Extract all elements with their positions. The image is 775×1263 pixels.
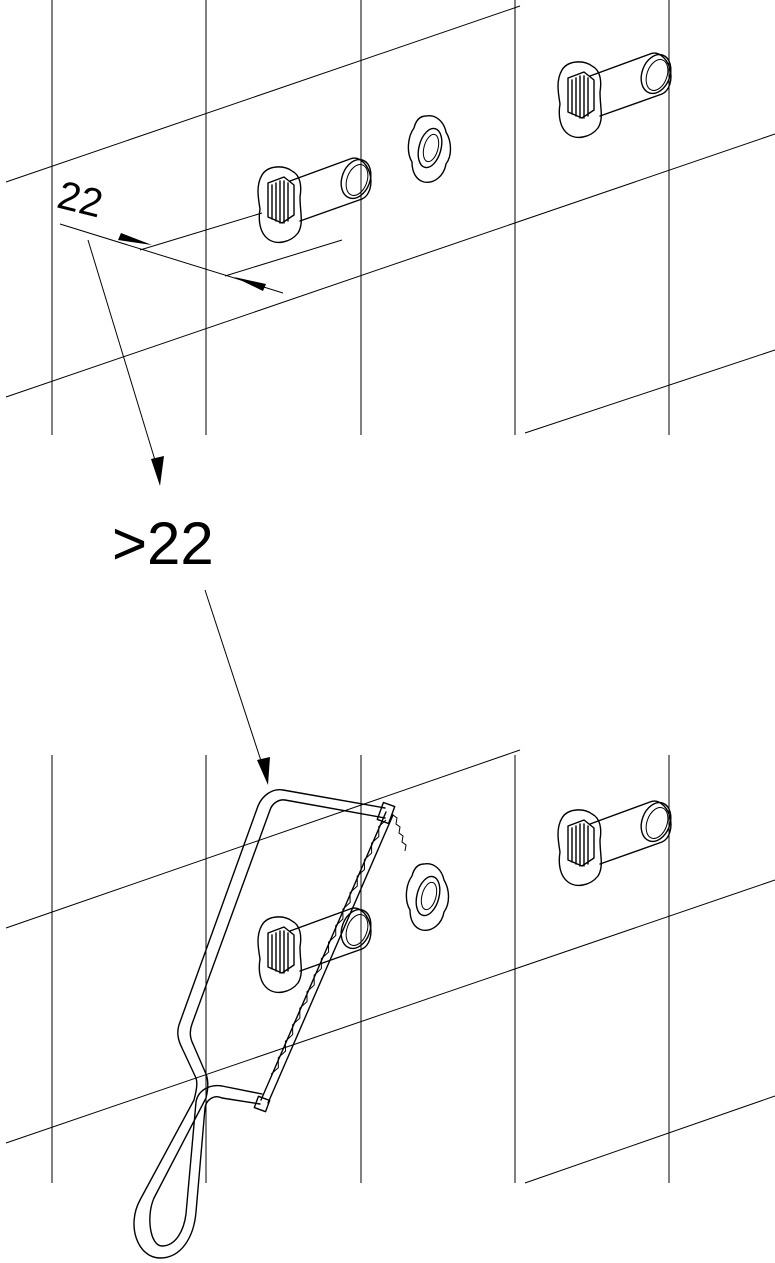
- dimension-arrow-right: [234, 277, 266, 291]
- top-fitting-right: [557, 49, 677, 139]
- bottom-fitting-left: [257, 904, 377, 994]
- leader-arrow-top: [87, 239, 164, 486]
- bottom-wall-tiles: [5, 749, 775, 1184]
- top-fitting-left: [257, 154, 377, 244]
- bottom-plug-center: [405, 862, 450, 932]
- bottom-fitting-right: [557, 797, 677, 887]
- dimension-label: 22: [53, 173, 107, 226]
- leader-arrow-bottom: [204, 589, 270, 785]
- top-wall-tiles: [5, 0, 775, 435]
- hacksaw-icon: [133, 789, 407, 1259]
- dimension-arrow-left: [118, 233, 152, 245]
- dimension-lines: [59, 212, 343, 294]
- cut-instruction-label: >22: [112, 510, 214, 577]
- top-plug-center: [407, 114, 452, 184]
